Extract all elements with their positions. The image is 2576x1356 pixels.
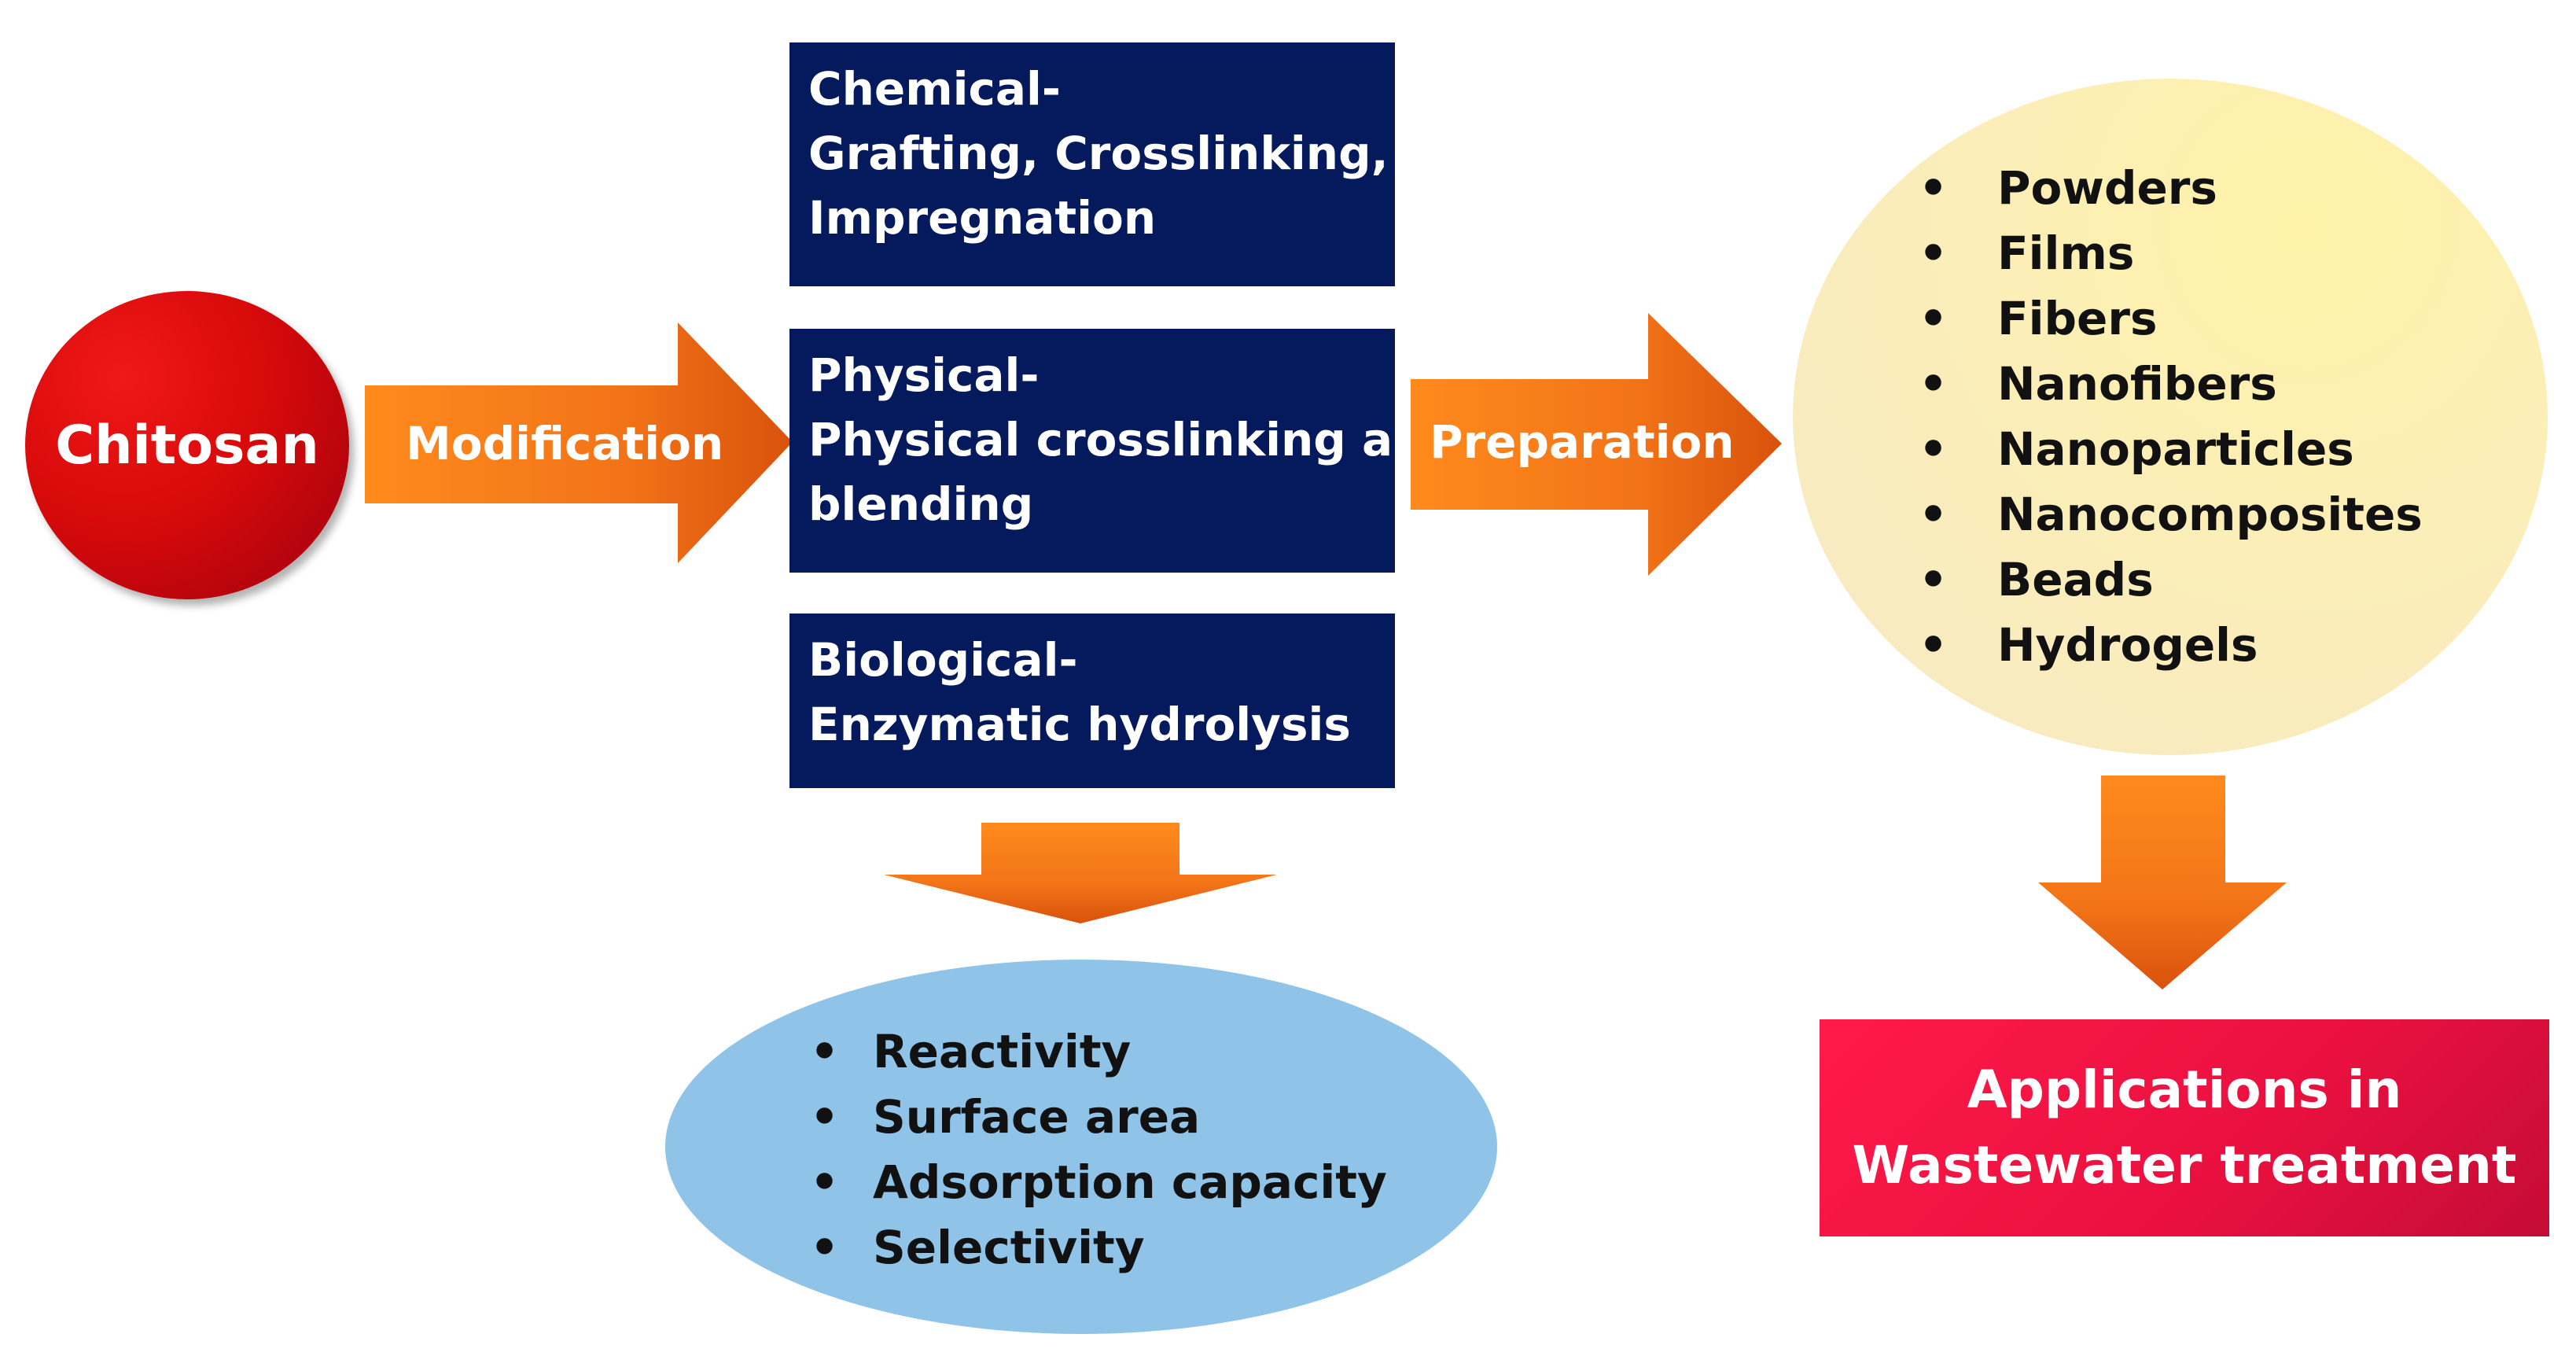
list-item: • Beads [1919, 547, 2423, 613]
list-item: • Nanocomposites [1919, 482, 2423, 547]
properties-ellipse [665, 960, 1497, 1334]
material-forms-list: • Powders • Films • Fibers • Nanofibers • Nan… [1919, 156, 2423, 678]
box-line: Biological- [808, 633, 1078, 687]
bullet: • [810, 1221, 840, 1274]
list-item: • Hydrogels [1919, 613, 2423, 678]
property-label: Adsorption capacity [873, 1155, 1387, 1209]
box-line: Physical crosslinking and [808, 413, 1458, 466]
list-item: • Reactivity [810, 1019, 1387, 1085]
applications-line: Wastewater treatment [1852, 1135, 2517, 1196]
property-label: Reactivity [873, 1025, 1132, 1078]
bullet: • [1919, 357, 1949, 411]
bullet: • [1919, 161, 1949, 215]
property-label: Surface area [873, 1090, 1201, 1144]
chitosan-node: Chitosan [25, 291, 349, 599]
box-line: Physical- [808, 348, 1040, 402]
properties-list: • Reactivity • Surface area • Adsorption ca… [810, 1019, 1387, 1280]
form-label: Nanoparticles [1997, 422, 2354, 476]
list-item: • Powders [1919, 156, 2423, 221]
list-item: • Nanofibers [1919, 352, 2423, 417]
form-label: Fibers [1997, 292, 2158, 345]
box-line: Enzymatic hydrolysis [808, 698, 1351, 751]
form-label: Nanofibers [1997, 357, 2277, 411]
preparation-label: Preparation [1430, 415, 1735, 469]
list-item: • Fibers [1919, 286, 2423, 352]
list-item: • Adsorption capacity [810, 1150, 1387, 1215]
biological-modification-box: Biological- Enzymatic hydrolysis [789, 614, 1395, 788]
box-line: blending [808, 477, 1034, 531]
modification-label: Modification [406, 417, 724, 470]
form-label: Hydrogels [1997, 618, 2258, 672]
form-label: Powders [1997, 161, 2217, 215]
box-line: Grafting, Crosslinking, [808, 127, 1389, 180]
physical-modification-box: Physical- Physical crosslinking and blen… [789, 329, 1458, 573]
box-line: Impregnation [808, 191, 1157, 245]
bullet: • [810, 1155, 840, 1209]
bullet: • [1919, 227, 1949, 280]
bullet: • [810, 1025, 840, 1078]
form-label: Films [1997, 227, 2135, 280]
material-forms-ellipse [1793, 79, 2548, 755]
list-item: • Nanoparticles [1919, 417, 2423, 482]
chitosan-label: Chitosan [55, 414, 319, 477]
list-item: • Selectivity [810, 1215, 1387, 1280]
box-line: Chemical- [808, 62, 1061, 116]
bullet: • [1919, 488, 1949, 541]
bullet: • [1919, 292, 1949, 345]
form-label: Nanocomposites [1997, 488, 2423, 541]
applications-line: Applications in [1967, 1059, 2402, 1120]
bullet: • [1919, 422, 1949, 476]
form-label: Beads [1997, 553, 2154, 606]
list-item: • Films [1919, 221, 2423, 286]
property-label: Selectivity [873, 1221, 1145, 1274]
bullet: • [1919, 553, 1949, 606]
list-item: • Surface area [810, 1085, 1387, 1150]
applications-box: Applications in Wastewater treatment [1820, 1019, 2549, 1236]
chemical-modification-box: Chemical- Grafting, Crosslinking, Impreg… [789, 42, 1395, 286]
bullet: • [810, 1090, 840, 1144]
bullet: • [1919, 618, 1949, 672]
